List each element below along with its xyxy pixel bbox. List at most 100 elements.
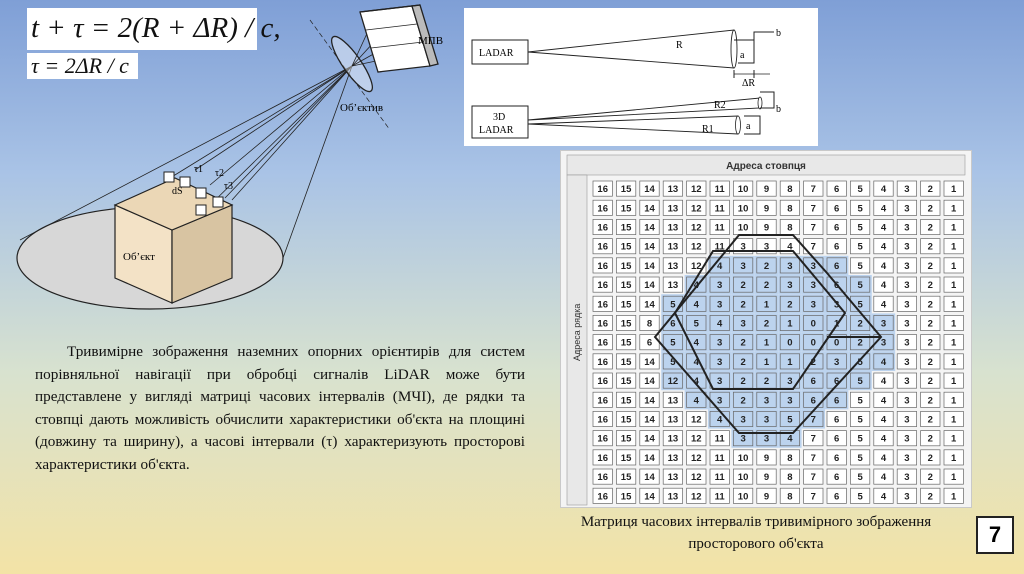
a-label-top: a	[740, 50, 745, 61]
matrix-cell-value: 1	[764, 299, 770, 310]
matrix-cell-value: 4	[881, 491, 887, 502]
matrix-cell-value: 2	[928, 491, 933, 502]
shaded-cell	[848, 275, 872, 295]
matrix-cell-value: 8	[787, 453, 792, 464]
matrix-cell	[733, 180, 754, 197]
matrix-cell	[639, 468, 660, 485]
matrix-cell	[756, 449, 777, 466]
matrix-cell	[662, 449, 683, 466]
matrix-cell-value: 6	[811, 376, 816, 387]
matrix-cell	[896, 238, 917, 255]
matrix-cell-value: 16	[597, 280, 608, 291]
matrix-cell	[943, 449, 964, 466]
matrix-cell-value: 3	[904, 453, 909, 464]
matrix-cell	[756, 315, 777, 331]
matrix-cell	[943, 468, 964, 485]
matrix-cell-value: 5	[857, 203, 863, 214]
matrix-cell-value: 3	[717, 376, 722, 387]
matrix-cell	[709, 430, 730, 447]
delta-label: ΔR	[742, 78, 755, 89]
matrix-cell	[873, 180, 894, 197]
matrix-cell	[943, 487, 964, 504]
matrix-cell	[826, 199, 847, 216]
matrix-cell	[709, 315, 730, 331]
matrix-cell-value: 14	[644, 280, 655, 291]
matrix-cell-value: 15	[621, 319, 632, 330]
matrix-cell	[756, 487, 777, 504]
shaded-cell	[778, 294, 802, 314]
matrix-cell-value: 8	[787, 472, 792, 483]
matrix-cell-value: 4	[881, 357, 887, 368]
matrix-cell	[709, 353, 730, 370]
matrix-cell	[733, 199, 754, 216]
matrix-cell-value: 13	[668, 434, 679, 445]
matrix-cell-value: 3	[904, 472, 909, 483]
matrix-cell	[756, 391, 777, 408]
matrix-cell	[873, 199, 894, 216]
matrix-cell-value: 3	[811, 261, 816, 272]
matrix-cell-value: 16	[597, 434, 608, 445]
matrix-cell-value: 2	[928, 357, 933, 368]
matrix-cell-value: 1	[951, 280, 957, 291]
ladar3d-box	[471, 105, 529, 139]
matrix-cell	[779, 257, 800, 274]
matrix-cell-value: 16	[597, 415, 608, 426]
matrix-cell	[592, 315, 613, 331]
matrix-cell-value: 5	[787, 415, 793, 426]
matrix-cell	[943, 238, 964, 255]
matrix-cell-value: 3	[740, 319, 745, 330]
matrix-cell-value: 14	[644, 434, 655, 445]
matrix-cell	[686, 295, 707, 312]
matrix-cell	[873, 334, 894, 351]
matrix-cell-value: 3	[740, 261, 745, 272]
matrix-cell	[733, 391, 754, 408]
matrix-cell	[873, 449, 894, 466]
matrix-cell	[639, 411, 660, 427]
matrix-cell-value: 1	[787, 357, 793, 368]
matrix-cell-value: 3	[740, 434, 745, 445]
shaded-cell	[708, 332, 732, 352]
matrix-cell-value: 2	[764, 376, 769, 387]
matrix-cell	[850, 372, 871, 389]
matrix-cell	[616, 468, 637, 485]
matrix-cell	[850, 353, 871, 370]
matrix-cell	[616, 219, 637, 235]
matrix-cell-value: 9	[764, 203, 769, 214]
shaded-cell	[731, 255, 755, 275]
matrix-cell	[896, 391, 917, 408]
step-surface-top	[734, 31, 774, 41]
matrix-cell-value: 6	[834, 395, 839, 406]
matrix-cell-value: 1	[951, 261, 957, 272]
matrix-cell-value: 1	[951, 299, 957, 310]
shaded-cell	[684, 390, 708, 410]
matrix-cell	[896, 487, 917, 504]
matrix-cell-value: 2	[928, 203, 933, 214]
matrix-cell	[592, 487, 613, 504]
matrix-cell-value: 9	[764, 184, 769, 195]
matrix-cell	[943, 199, 964, 216]
range-label: R	[676, 40, 683, 51]
shaded-cell	[731, 332, 755, 352]
matrix-cell	[943, 276, 964, 293]
matrix-cell-value: 5	[857, 434, 863, 445]
matrix-cell-value: 1	[951, 395, 957, 406]
matrix-cell	[592, 391, 613, 408]
matrix-cell-value: 15	[621, 395, 632, 406]
matrix-cell	[616, 487, 637, 504]
matrix-cell	[943, 219, 964, 235]
matrix-cell-value: 2	[928, 261, 933, 272]
matrix-cell	[616, 411, 637, 427]
matrix-cell-value: 16	[597, 338, 608, 349]
matrix-cell	[826, 295, 847, 312]
matrix-cell-value: 11	[715, 203, 726, 214]
matrix-cell	[779, 180, 800, 197]
matrix-cell	[709, 449, 730, 466]
matrix-cell-value: 0	[811, 319, 816, 330]
matrix-cell-value: 2	[928, 415, 933, 426]
matrix-cell	[616, 372, 637, 389]
matrix-cell	[686, 372, 707, 389]
shaded-cell	[754, 294, 779, 314]
matrix-cell	[920, 449, 941, 466]
matrix-cell-value: 4	[881, 242, 887, 253]
matrix-cell-value: 7	[811, 434, 816, 445]
